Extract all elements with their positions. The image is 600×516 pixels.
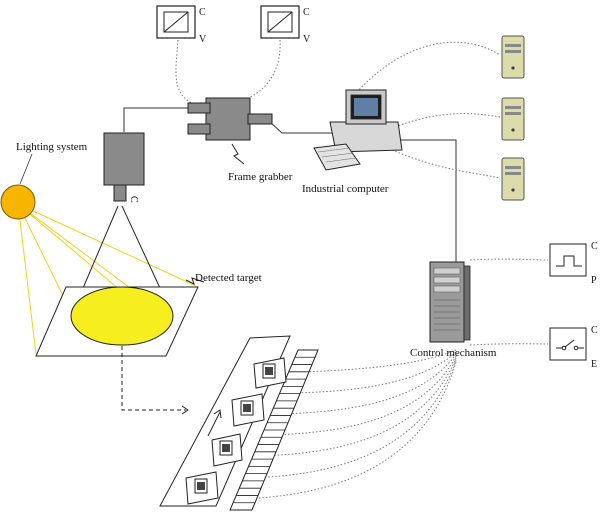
monitor-2-v-label: V	[303, 34, 311, 45]
server-3	[501, 157, 525, 201]
package-1	[253, 357, 287, 389]
monitor-1-v-label: V	[199, 34, 207, 45]
direction-arrow-icon	[207, 409, 222, 437]
switch-device-bottom-label: E	[591, 359, 597, 370]
package-4	[185, 471, 219, 505]
lamp-icon	[0, 184, 36, 220]
pulse-device: C P	[549, 241, 598, 286]
monitor-1: C V	[156, 5, 207, 45]
conveyor-belt	[159, 335, 319, 511]
server-2	[501, 97, 525, 141]
industrial-computer-label: Industrial computer	[302, 183, 389, 195]
detected-target-label: Detected target	[195, 272, 262, 284]
switch-device-top-label: C	[591, 325, 598, 336]
camera-c-label: C	[128, 196, 139, 203]
monitor-2: C V	[260, 5, 311, 45]
transfer-arrow	[121, 346, 189, 415]
control-mechanism: Control mechanism	[410, 261, 497, 359]
monitor-1-c-label: C	[199, 7, 206, 18]
package-3	[211, 433, 243, 467]
detected-target: Detected target	[35, 272, 262, 357]
industrial-computer: Industrial computer	[302, 89, 403, 195]
camera: C	[103, 132, 145, 203]
dotted-connections	[175, 39, 549, 500]
monitor-2-c-label: C	[303, 7, 310, 18]
lighting-system-label: Lighting system	[16, 141, 88, 153]
pulse-device-bottom-label: P	[591, 275, 597, 286]
package-2	[231, 393, 265, 427]
frame-grabber: Frame grabber	[187, 97, 293, 183]
frame-grabber-label: Frame grabber	[228, 171, 293, 183]
solid-wiring	[123, 107, 457, 262]
server-1	[501, 35, 525, 79]
pulse-device-top-label: C	[591, 241, 598, 252]
control-mechanism-label: Control mechanism	[410, 347, 497, 359]
switch-device: C E	[549, 325, 598, 370]
